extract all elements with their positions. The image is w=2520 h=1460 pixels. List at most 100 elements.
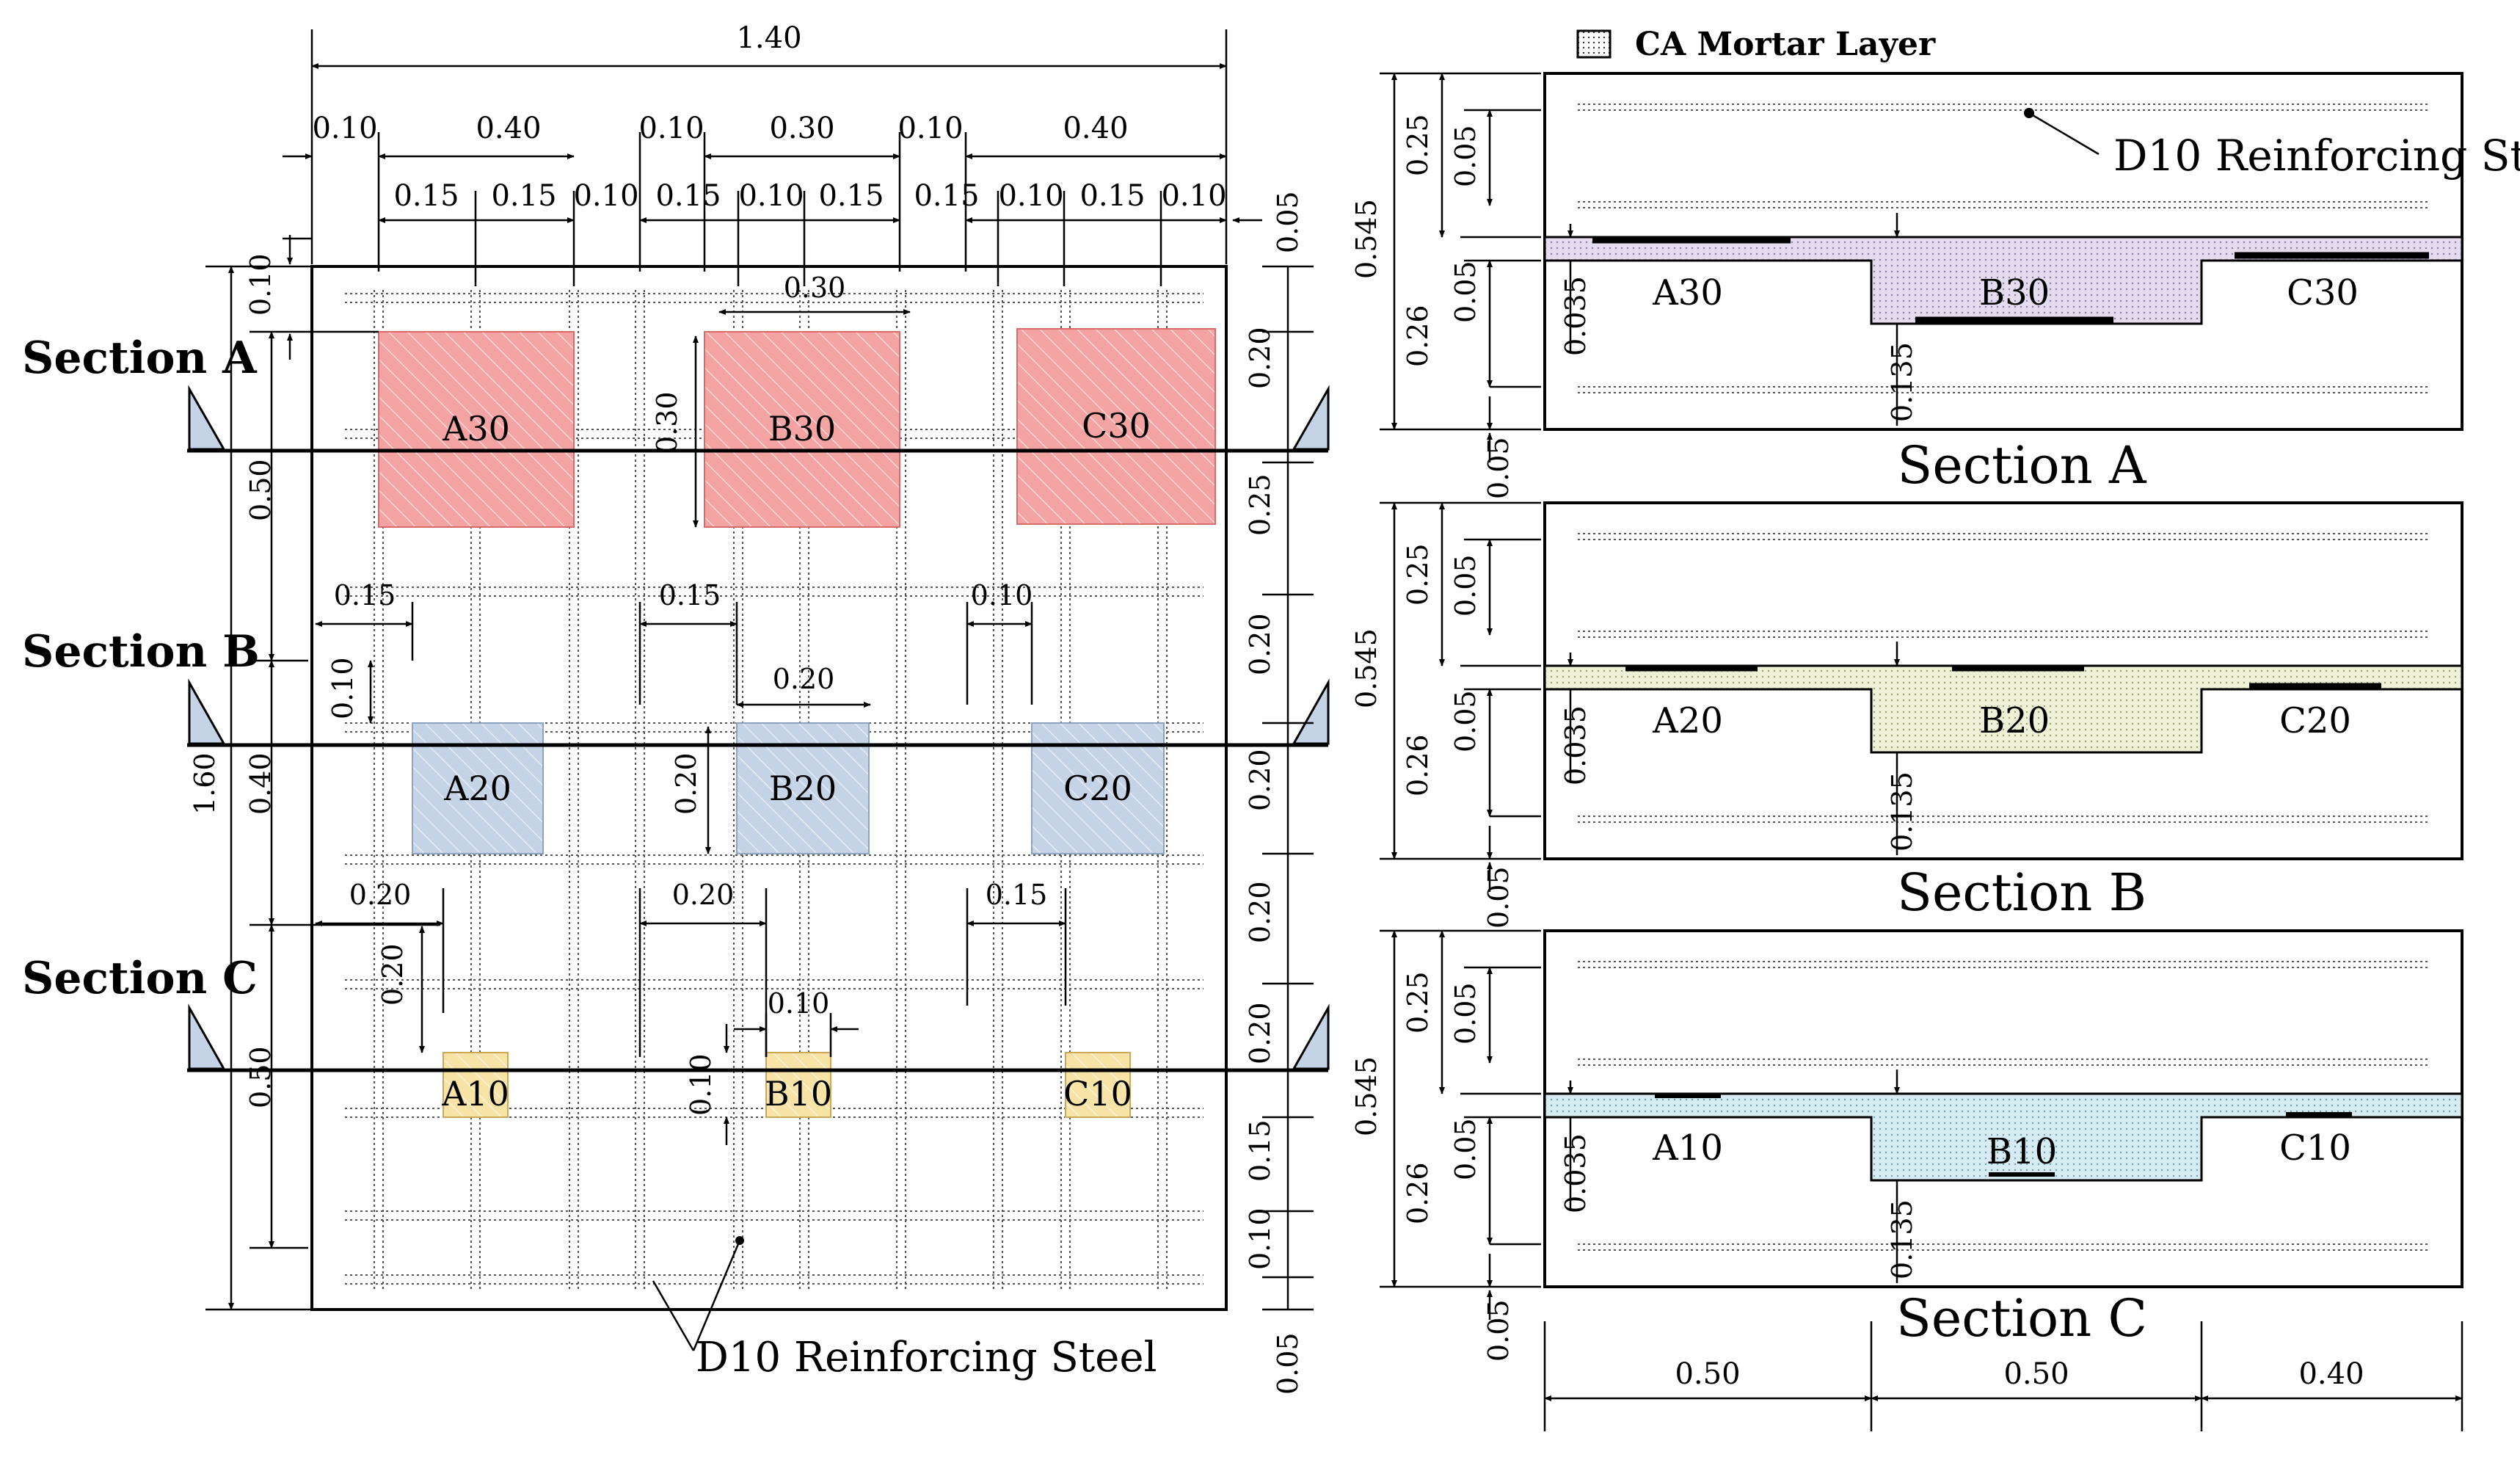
row-b-dim-h: 0.20 — [670, 752, 702, 815]
section-b-label-3: C20 — [2279, 700, 2351, 741]
section-c-label-1: A10 — [1652, 1127, 1723, 1169]
section-b-dim-mid: 0.05 — [1449, 690, 1482, 752]
section-c-dim-top-inner: 0.05 — [1449, 982, 1482, 1045]
dim-sub-7: 0.15 — [914, 179, 979, 213]
panel-label-c20: C20 — [1063, 769, 1132, 808]
section-c-dim-mid: 0.05 — [1449, 1118, 1482, 1180]
section-c-view: A10 B10 C10 Section C 0.545 0.25 0 — [1350, 929, 2463, 1362]
section-a-dim-top-inner: 0.05 — [1449, 125, 1482, 187]
dim-left-seg-2: 0.40 — [244, 752, 277, 815]
dim-left-top: 0.10 — [244, 253, 277, 316]
section-b-dim-total: 0.545 — [1350, 628, 1383, 708]
section-a-dims — [1380, 72, 1900, 462]
section-a-view: A30 B30 C30 Section A D10 Reinforcing St… — [1350, 72, 2520, 499]
panel-c10 — [1065, 1052, 1131, 1118]
panel-label-b30: B30 — [768, 409, 836, 448]
dim-total-width: 1.40 — [736, 21, 801, 55]
dim-top-2: 0.40 — [476, 112, 541, 145]
panel-c30 — [1016, 328, 1216, 525]
section-c-dim-top: 0.25 — [1402, 971, 1434, 1034]
section-b-dim-bottom: 0.26 — [1402, 734, 1434, 796]
dim-left-seg-1: 0.50 — [244, 459, 277, 521]
bottom-dim-3: 0.40 — [2298, 1357, 2364, 1391]
legend-swatch — [1576, 29, 1612, 59]
plan-right-dimensions — [1262, 265, 1314, 1311]
dim-sub-6: 0.15 — [818, 179, 884, 213]
section-a-label-3: C30 — [2287, 272, 2359, 313]
panel-label-c10: C10 — [1063, 1074, 1132, 1114]
dim-sub-3: 0.10 — [573, 179, 638, 213]
section-c-plates — [1655, 1094, 2352, 1177]
dim-right-6: 0.20 — [1244, 1002, 1276, 1064]
plan-outline — [310, 265, 1228, 1311]
panel-label-c30: C30 — [1082, 406, 1151, 446]
dim-sub-1: 0.15 — [393, 179, 459, 213]
section-b-dim-pocket: 0.135 — [1886, 771, 1918, 851]
dim-right-9: 0.05 — [1272, 1332, 1304, 1395]
row-c-dims — [315, 888, 1067, 1145]
section-a-dim-bottom: 0.26 — [1402, 305, 1434, 367]
dim-top-1: 0.10 — [312, 112, 377, 145]
section-a-dim-top: 0.25 — [1402, 114, 1434, 176]
steel-callout-lines — [652, 1240, 741, 1351]
section-cut-lines — [187, 448, 1328, 1072]
section-a-dim-mortar: 0.035 — [1559, 276, 1592, 356]
row-c-left-v: 0.20 — [376, 943, 409, 1006]
section-c-dims — [1380, 929, 1900, 1320]
panel-b10 — [765, 1052, 831, 1118]
section-a-steel-label: D10 Reinforcing Steel — [2113, 131, 2520, 181]
row-c-offset-3: 0.15 — [986, 879, 1048, 911]
dim-top-3: 0.10 — [638, 112, 704, 145]
section-c-label-2: B10 — [1986, 1131, 2057, 1172]
panel-label-a30: A30 — [442, 409, 510, 448]
row-c-offset-2: 0.20 — [672, 879, 735, 911]
steel-callout-dot — [735, 1236, 744, 1245]
panel-label-b10: B10 — [765, 1074, 832, 1114]
dim-top-6: 0.40 — [1063, 112, 1128, 145]
dim-sub-2: 0.15 — [491, 179, 556, 213]
bottom-dimensions — [1543, 1321, 2463, 1431]
section-a-label-1: A30 — [1652, 272, 1723, 313]
dim-top-4: 0.30 — [769, 112, 834, 145]
dim-sub-9: 0.15 — [1079, 179, 1145, 213]
row-b-offset-1: 0.15 — [334, 579, 396, 611]
row-c-dim-h: 0.10 — [685, 1053, 717, 1116]
section-a-dim-total: 0.545 — [1350, 199, 1383, 279]
section-c-title: Section C — [1896, 1288, 2147, 1348]
row-b-dims — [315, 602, 1033, 854]
bottom-dim-1: 0.50 — [1675, 1357, 1740, 1391]
section-b-dim-mortar: 0.035 — [1559, 705, 1592, 785]
section-c-dim-gap: 0.05 — [1482, 1299, 1515, 1362]
panel-a10 — [443, 1052, 509, 1118]
section-b-view: A20 B20 C20 Section B 0.545 0.25 0 — [1350, 501, 2463, 929]
row-a-dim-h: 0.30 — [651, 391, 683, 454]
section-b-label-1: A20 — [1652, 700, 1723, 741]
section-b-dim-top-inner: 0.05 — [1449, 554, 1482, 617]
section-b-dims — [1380, 501, 1900, 892]
section-a-mortar — [1543, 236, 2463, 325]
section-b-mortar — [1543, 664, 2463, 754]
row-c-offset-1: 0.20 — [349, 879, 412, 911]
section-markers — [188, 385, 1330, 1070]
plan-view: A30 B30 C30 A20 B20 C20 A10 B10 C10 Sect… — [22, 21, 1330, 1395]
section-a-dim-mid: 0.05 — [1449, 261, 1482, 323]
dim-sub-8: 0.10 — [998, 179, 1063, 213]
section-c-label: Section C — [22, 953, 258, 1004]
dim-right-4: 0.20 — [1244, 749, 1276, 811]
row-a-dims — [693, 309, 911, 528]
panel-label-a10: A10 — [441, 1074, 509, 1114]
section-b-rebar — [1578, 533, 2429, 823]
section-b-title: Section B — [1897, 862, 2146, 923]
row-a-dim-w: 0.30 — [784, 272, 846, 304]
row-b-offset-2: 0.15 — [659, 579, 721, 611]
row-c-dim-w: 0.10 — [768, 987, 830, 1020]
section-b-plates — [1625, 666, 2381, 689]
row-b-offset-3: 0.10 — [971, 579, 1033, 611]
section-c-rebar — [1578, 961, 2429, 1251]
section-a-title: Section A — [1897, 435, 2147, 495]
dim-top-right: 0.05 — [1272, 191, 1304, 253]
legend-label: CA Mortar Layer — [1635, 26, 1936, 63]
dim-right-1: 0.20 — [1244, 327, 1276, 389]
section-a-label-2: B30 — [1979, 272, 2050, 313]
